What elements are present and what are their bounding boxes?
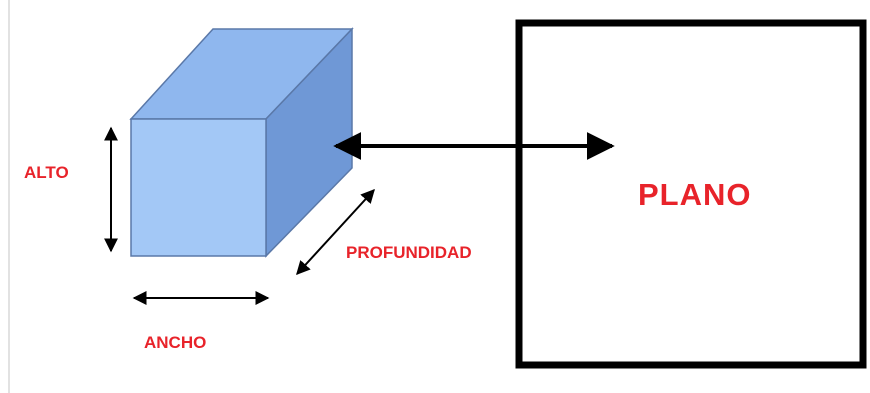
- label-profundidad: PROFUNDIDAD: [346, 243, 472, 262]
- depth-arrow: [296, 188, 375, 276]
- label-plano: PLANO: [638, 177, 752, 212]
- label-ancho: ANCHO: [144, 333, 207, 352]
- left-divider: [8, 0, 10, 393]
- plane-rectangle: [515, 19, 867, 369]
- box-icon: [129, 27, 354, 258]
- label-alto: ALTO: [24, 163, 69, 182]
- box-front-face: [130, 118, 267, 257]
